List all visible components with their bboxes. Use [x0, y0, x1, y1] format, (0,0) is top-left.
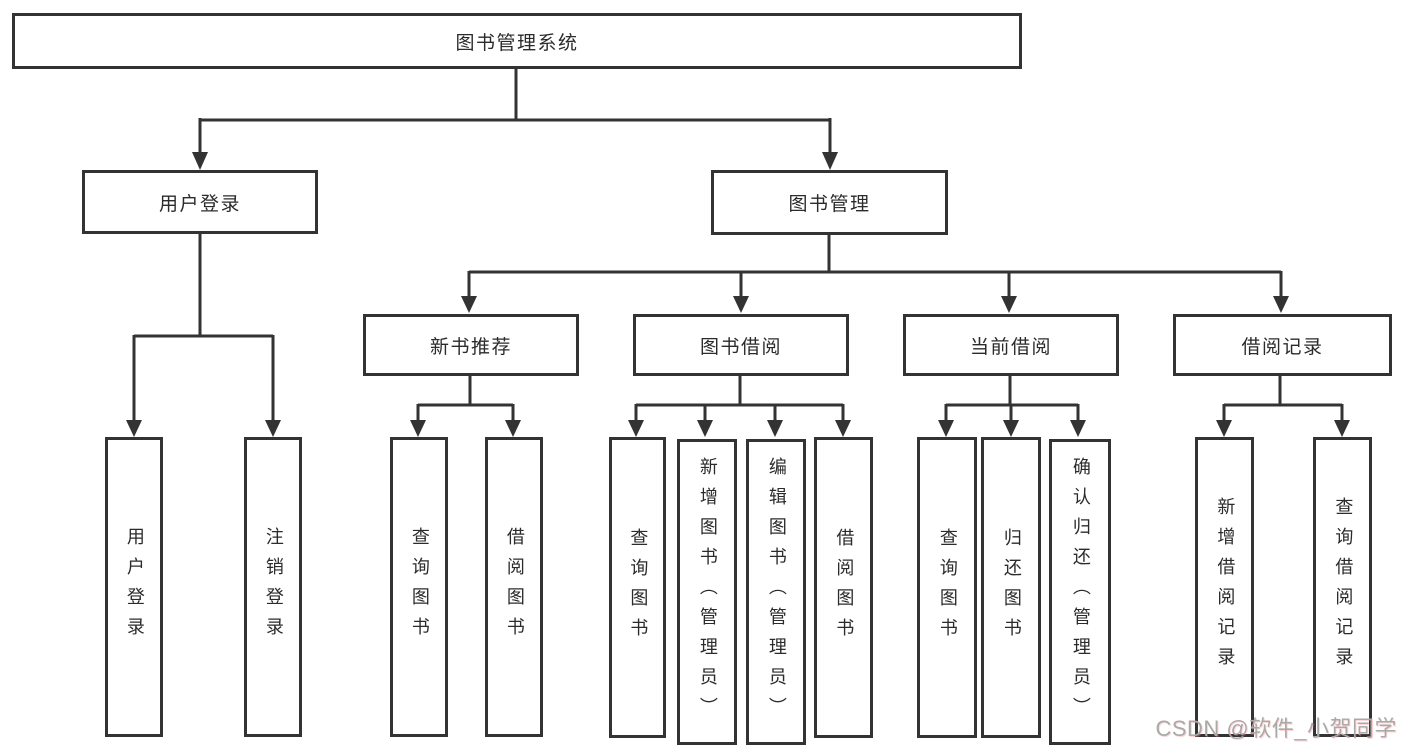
edge-userlogin-to-children — [132, 233, 275, 421]
node-new-book-recommend: 新书推荐 — [363, 314, 579, 376]
arrowhead-icon — [410, 420, 426, 437]
arrowhead-icon — [126, 420, 142, 437]
node-query-borrow-record: 查询借阅记录 — [1313, 437, 1372, 737]
arrowhead-icon — [628, 420, 644, 437]
node-query-books-borrowing: 查询图书 — [609, 437, 666, 738]
arrowhead-icon — [1001, 296, 1017, 313]
node-library-management-system: 图书管理系统 — [12, 13, 1022, 69]
arrowhead-icon — [1216, 420, 1232, 437]
edge-bookmgmt-to-level3 — [467, 235, 1283, 297]
node-return-books: 归还图书 — [981, 437, 1041, 738]
node-query-books-recommend: 查询图书 — [390, 437, 448, 737]
arrowhead-icon — [767, 420, 783, 437]
node-borrow-books-recommend: 借阅图书 — [485, 437, 543, 737]
arrowhead-icon — [938, 420, 954, 437]
arrowhead-icon — [697, 420, 713, 437]
edge-bookborrow-to-children — [634, 376, 845, 421]
node-edit-books-admin: 编辑图书（管理员） — [746, 439, 806, 745]
arrowheads — [126, 152, 1350, 437]
node-user-login-leaf: 用户登录 — [105, 437, 163, 737]
arrowhead-icon — [822, 152, 838, 170]
arrowhead-icon — [461, 296, 477, 313]
arrowhead-icon — [1003, 420, 1019, 437]
node-book-management: 图书管理 — [711, 170, 948, 235]
edge-root-to-level2 — [198, 68, 832, 154]
arrowhead-icon — [505, 420, 521, 437]
arrowhead-icon — [265, 420, 281, 437]
arrowhead-icon — [192, 152, 208, 170]
node-add-books-admin: 新增图书（管理员） — [677, 439, 737, 745]
arrowhead-icon — [1334, 420, 1350, 437]
node-user-login: 用户登录 — [82, 170, 318, 234]
node-add-borrow-record: 新增借阅记录 — [1195, 437, 1254, 737]
node-logout-leaf: 注销登录 — [244, 437, 302, 737]
arrowhead-icon — [835, 420, 851, 437]
node-borrow-books-borrowing: 借阅图书 — [814, 437, 873, 738]
arrowhead-icon — [1273, 296, 1289, 313]
csdn-watermark: CSDN @软件_小贺同学 — [1155, 716, 1397, 741]
node-borrowing-records: 借阅记录 — [1173, 314, 1392, 376]
edge-records-to-children — [1222, 376, 1344, 421]
node-confirm-return-admin: 确认归还（管理员） — [1049, 439, 1111, 745]
arrowhead-icon — [733, 296, 749, 313]
node-current-borrowing: 当前借阅 — [903, 314, 1119, 376]
node-query-books-current: 查询图书 — [917, 437, 977, 738]
arrowhead-icon — [1070, 420, 1086, 437]
node-book-borrowing: 图书借阅 — [633, 314, 849, 376]
edge-newbook-to-children — [416, 376, 515, 421]
edge-currentborrow-to-children — [944, 376, 1080, 421]
